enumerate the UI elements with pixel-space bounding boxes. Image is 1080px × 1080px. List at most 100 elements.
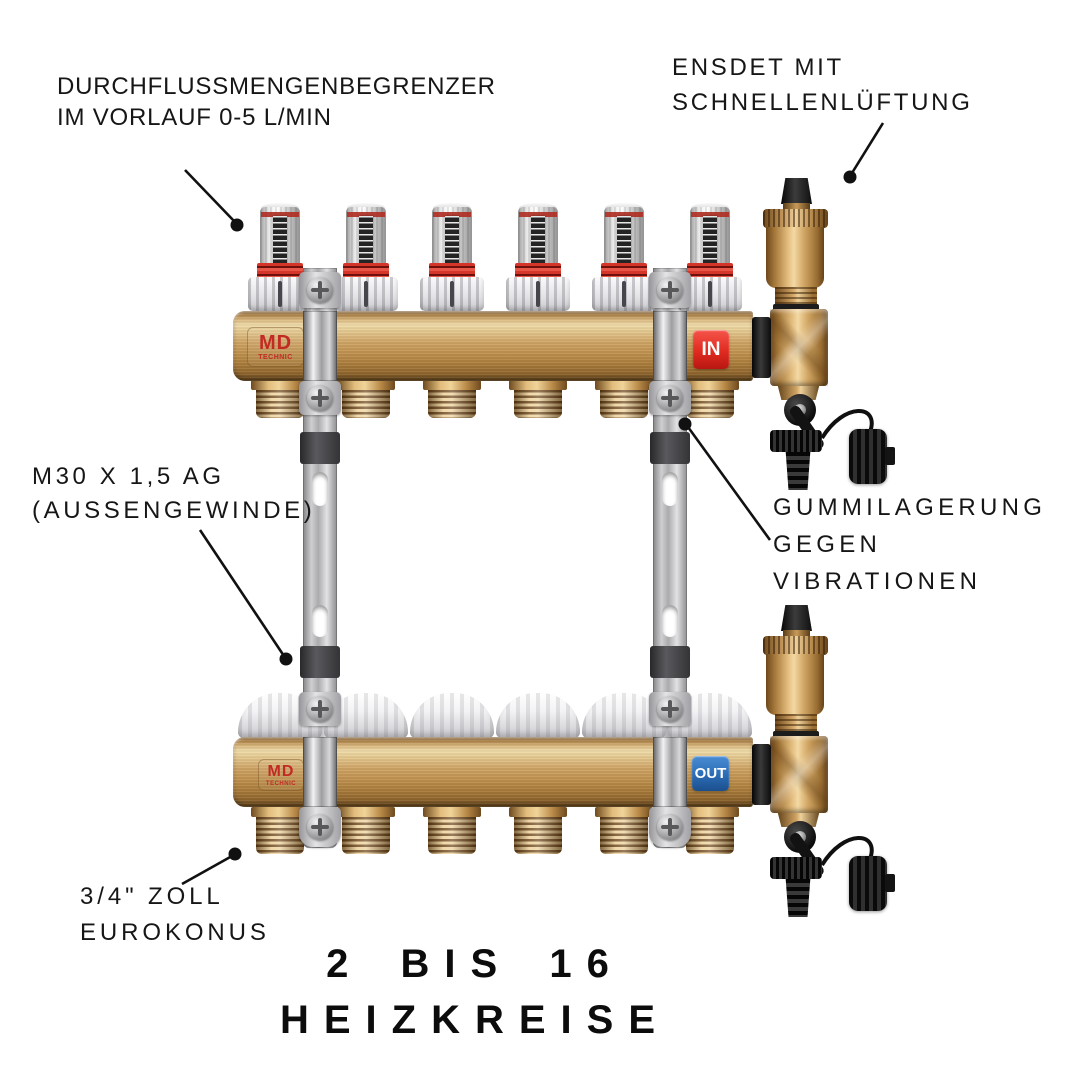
flow-meter-red-marker bbox=[261, 212, 299, 217]
flow-meter-scale bbox=[273, 216, 287, 265]
flow-meter-scale bbox=[617, 216, 631, 265]
annotation-line: SCHNELLENLÜFTUNG bbox=[672, 89, 973, 116]
nipple-thread bbox=[428, 390, 476, 418]
air-vent-body bbox=[766, 654, 824, 715]
rubber-pad bbox=[650, 432, 690, 464]
inlet-badge: IN bbox=[693, 330, 729, 369]
flow-meter-red-marker bbox=[347, 212, 385, 217]
mounting-slot bbox=[312, 472, 328, 506]
bracket-screw bbox=[657, 814, 683, 840]
dust-cap-button bbox=[885, 447, 895, 465]
rubber-pad bbox=[300, 646, 340, 678]
flow-meter-scale bbox=[531, 216, 545, 265]
vent-seal-ring bbox=[773, 304, 819, 311]
bracket-clamp bbox=[303, 737, 337, 807]
supply-outlet-nipple bbox=[681, 380, 739, 420]
bracket-screw bbox=[657, 696, 683, 722]
bracket-screw bbox=[307, 385, 333, 411]
end-set-tee bbox=[770, 736, 828, 813]
heading-line: HEIZKREISE bbox=[279, 998, 671, 1042]
annotation-line: EUROKONUS bbox=[80, 919, 270, 946]
return-outlet-nipple bbox=[251, 807, 309, 857]
flow-meter-red-marker bbox=[605, 212, 643, 217]
return-outlet-nipple bbox=[423, 807, 481, 857]
valve-dome-cap bbox=[496, 693, 580, 738]
nipple-flange bbox=[509, 807, 567, 817]
drain-hose-barb bbox=[785, 879, 811, 917]
bracket-screw bbox=[307, 696, 333, 722]
manifold-connector-ring bbox=[752, 317, 771, 378]
vent-black-cap bbox=[781, 178, 812, 204]
nipple-flange bbox=[251, 807, 309, 817]
annotation-line: 3/4" ZOLL bbox=[80, 883, 224, 910]
nipple-thread bbox=[514, 390, 562, 418]
heading-line: 2 BIS 16 bbox=[326, 942, 624, 986]
flow-meter-red-rings bbox=[343, 263, 389, 279]
outlet-badge: OUT bbox=[692, 756, 729, 791]
return-outlet-nipple bbox=[509, 807, 567, 857]
annotation-line: DURCHFLUSSMENGENBEGRENZER bbox=[57, 73, 496, 100]
manifold-connector-ring bbox=[752, 744, 771, 805]
drain-knurled-nut bbox=[770, 857, 822, 879]
brand-name: MD bbox=[258, 332, 293, 354]
nipple-flange bbox=[337, 807, 395, 817]
nipple-thread bbox=[342, 817, 390, 854]
bracket-clamp bbox=[653, 737, 687, 807]
supply-outlet-nipple bbox=[509, 380, 567, 420]
nipple-thread bbox=[256, 817, 304, 854]
brand-subtitle: TECHNIC bbox=[258, 354, 293, 361]
mounting-slot bbox=[662, 605, 678, 637]
flow-meter bbox=[245, 203, 315, 313]
rubber-pad bbox=[650, 646, 690, 678]
nipple-thread bbox=[342, 390, 390, 418]
nipple-flange bbox=[681, 380, 739, 390]
nipple-thread bbox=[514, 817, 562, 854]
vent-knurled-ring bbox=[763, 209, 828, 228]
flow-meter bbox=[503, 203, 573, 313]
flow-meter-red-marker bbox=[691, 212, 729, 217]
tethered-dust-cap bbox=[849, 429, 887, 484]
bracket-screw bbox=[657, 385, 683, 411]
brand-logo: MD TECHNIC bbox=[247, 327, 304, 367]
vent-drain-assembly bbox=[748, 176, 898, 511]
nipple-flange bbox=[423, 807, 481, 817]
annotation-line: VIBRATIONEN bbox=[773, 568, 982, 595]
nipple-flange bbox=[423, 380, 481, 390]
supply-outlet-nipple bbox=[337, 380, 395, 420]
annotation-line: ENSDET MIT bbox=[672, 54, 844, 81]
vent-knurled-ring bbox=[763, 636, 828, 655]
bracket-clamp bbox=[653, 311, 687, 381]
mounting-slot bbox=[312, 605, 328, 637]
drain-knurled-nut bbox=[770, 430, 822, 452]
heading-circuit-range: 2 BIS 16 HEIZKREISE bbox=[0, 936, 950, 1048]
vent-seal-ring bbox=[773, 731, 819, 738]
annotation-line: GUMMILAGERUNG bbox=[773, 494, 1047, 521]
annotation-line: (AUSSENGEWINDE) bbox=[32, 497, 316, 524]
wall-bracket bbox=[299, 268, 341, 848]
flow-meter bbox=[417, 203, 487, 313]
rubber-pad bbox=[300, 432, 340, 464]
flow-meter-scale bbox=[359, 216, 373, 265]
nipple-thread bbox=[686, 817, 734, 854]
nipple-flange bbox=[337, 380, 395, 390]
nipple-thread bbox=[686, 390, 734, 418]
flow-meter-red-marker bbox=[433, 212, 471, 217]
vent-black-cap bbox=[781, 605, 812, 631]
return-outlet-nipple bbox=[337, 807, 395, 857]
bracket-screw bbox=[307, 814, 333, 840]
vent-threaded-neck bbox=[775, 714, 817, 736]
wall-bracket bbox=[649, 268, 691, 848]
annotation-line: M30 X 1,5 AG bbox=[32, 463, 225, 490]
leader-quick-vent bbox=[850, 122, 885, 174]
nipple-flange bbox=[251, 380, 309, 390]
dust-cap-button bbox=[885, 874, 895, 892]
flow-meter-red-marker bbox=[519, 212, 557, 217]
flow-meter bbox=[675, 203, 745, 313]
flow-meter-red-rings bbox=[257, 263, 303, 279]
annotation-line: IM VORLAUF 0-5 L/MIN bbox=[57, 104, 332, 131]
flow-meter-red-rings bbox=[687, 263, 733, 279]
vent-drain-assembly bbox=[748, 603, 898, 938]
bracket-screw bbox=[307, 277, 333, 303]
